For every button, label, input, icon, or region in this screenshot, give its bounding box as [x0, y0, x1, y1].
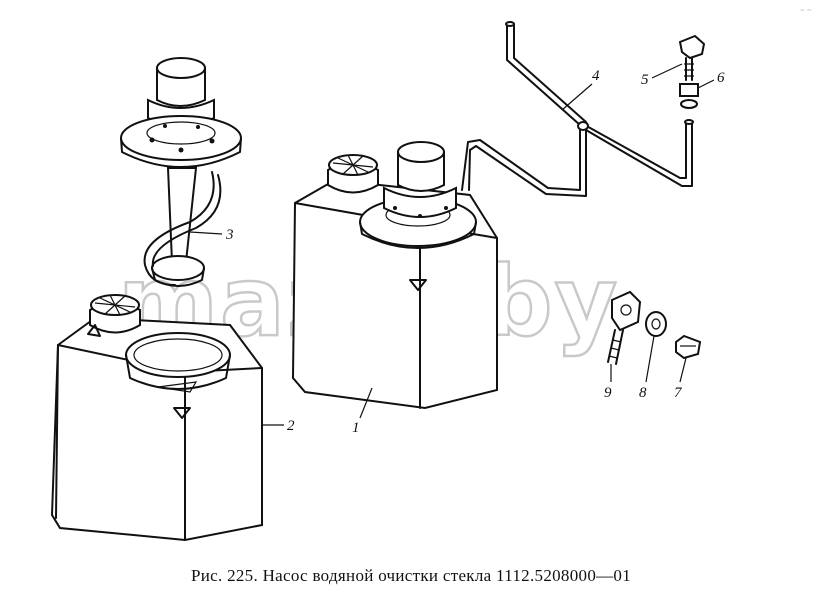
hose-4: [461, 21, 694, 197]
callout-2: 2: [262, 418, 295, 434]
callout-3: 3: [189, 227, 234, 243]
callout-4: 4: [561, 68, 600, 111]
svg-text:3: 3: [225, 227, 234, 243]
callout-8: 8: [639, 335, 655, 401]
svg-text:4: 4: [592, 68, 600, 84]
svg-text:2: 2: [287, 418, 295, 434]
svg-text:9: 9: [604, 385, 612, 401]
elbow-fitting-9: [607, 290, 642, 365]
reservoir-tank-1: [291, 141, 498, 410]
callout-9: 9: [604, 364, 612, 401]
bolt-7: [675, 334, 702, 360]
nut-6: [679, 83, 699, 109]
callout-5: 5: [641, 63, 683, 88]
elbow-fitting-5: [678, 34, 706, 81]
callout-6: 6: [697, 70, 725, 89]
figure-caption: Рис. 225. Насос водяной очистки стекла 1…: [190, 566, 632, 585]
svg-text:8: 8: [639, 385, 647, 401]
reservoir-tank-2: [50, 294, 263, 542]
callout-1: 1: [352, 387, 373, 436]
svg-text:6: 6: [717, 70, 725, 86]
washer-pump-3: [120, 57, 242, 287]
nut-8: [645, 311, 667, 337]
filler-cap-icon: [327, 154, 379, 194]
svg-text:1: 1: [352, 420, 360, 436]
svg-text:7: 7: [674, 385, 683, 401]
svg-text:5: 5: [641, 72, 649, 88]
callout-7: 7: [674, 357, 687, 401]
corner-mark: ~ ~: [800, 7, 812, 14]
filler-cap-icon: [87, 294, 141, 337]
